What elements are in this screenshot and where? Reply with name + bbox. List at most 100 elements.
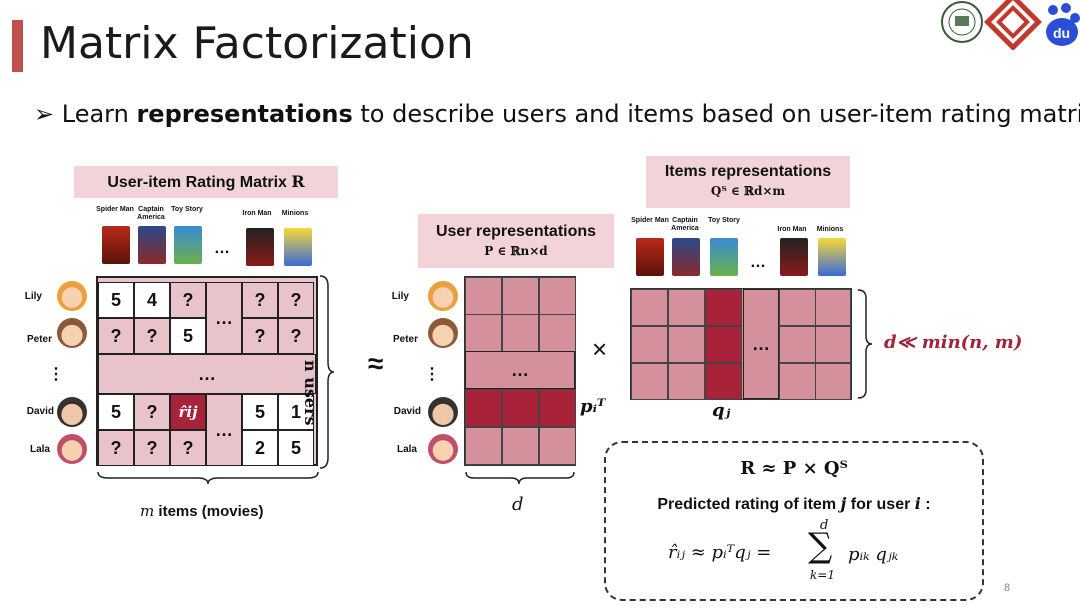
bullet-arrow-icon: ➢ — [34, 100, 55, 128]
rating-cell: ? — [98, 430, 134, 466]
m-items-brace — [97, 471, 319, 485]
rating-cell: ? — [98, 318, 134, 354]
formula-box — [604, 441, 984, 601]
red-knot-logo-icon — [984, 0, 1042, 50]
movie-label: Iron Man — [242, 210, 272, 217]
p-matrix-cell — [465, 277, 502, 315]
user-name-david: David — [393, 406, 421, 417]
rating-cell: ? — [278, 282, 314, 318]
p-matrix-cell — [465, 427, 502, 465]
q-matrix-cell — [779, 363, 816, 400]
user-name-david: David — [26, 406, 54, 417]
approx-symbol: ≈ — [368, 348, 384, 379]
user-representations-label: User representations P ∈ ℝn×d — [418, 214, 614, 268]
p-i-transpose-label: pᵢᵀ — [580, 396, 606, 417]
movie-label: Spider Man — [96, 206, 134, 213]
q-matrix-cell — [815, 326, 851, 363]
n-users-brace — [319, 275, 335, 469]
title-accent-bar — [12, 20, 23, 72]
p-matrix-ellipsis-row: … — [465, 351, 575, 389]
p-matrix-cell — [539, 314, 576, 352]
movie-ellipsis: … — [214, 240, 230, 257]
avatar-lala — [57, 434, 87, 464]
sum-symbol-icon: ∑ — [808, 526, 833, 566]
bullet-subtitle: ➢ Learn representations to describe user… — [34, 100, 1080, 128]
p-matrix-cell — [502, 427, 539, 465]
rating-cell: 5 — [170, 318, 206, 354]
n-users-label: n users — [301, 360, 320, 426]
rating-cell: 1 — [278, 394, 314, 430]
avatar-peter — [428, 318, 458, 348]
spider-man-poster-icon — [636, 238, 664, 276]
movie-label: Spider Man — [631, 217, 669, 224]
d-brace — [465, 471, 575, 485]
rating-cell: 4 — [134, 282, 170, 318]
baidu-paw-logo-icon: du — [1046, 3, 1080, 46]
times-symbol: × — [592, 334, 608, 364]
rating-cell: ? — [134, 394, 170, 430]
p-matrix-cell — [502, 314, 539, 352]
sum-body: pᵢₖ qⱼₖ — [848, 544, 899, 565]
rating-cell: r̂ij — [170, 394, 206, 430]
d-label: d — [512, 494, 524, 515]
q-j-label: qⱼ — [712, 400, 731, 421]
q-matrix-cell — [668, 363, 705, 400]
avatar-lily — [428, 281, 458, 311]
avatar-peter — [57, 318, 87, 348]
sum-lower-limit: k=1 — [810, 568, 835, 582]
q-matrix-cell — [668, 326, 705, 363]
rating-cell: ? — [242, 282, 278, 318]
svg-text:du: du — [1053, 25, 1070, 41]
movie-label: Iron Man — [777, 226, 807, 233]
d-much-less-min-label: d≪ min(n, m) — [884, 332, 1023, 353]
captain-america-poster-icon — [138, 226, 166, 264]
user-name-lala: Lala — [29, 444, 50, 455]
p-matrix-cell — [502, 389, 539, 427]
matrix-ellipsis: … — [206, 394, 242, 466]
iron-man-poster-icon — [246, 228, 274, 266]
user-name-peter: Peter — [392, 334, 418, 345]
rating-cell: 5 — [242, 394, 278, 430]
m-items-label: m items (movies) — [140, 502, 264, 520]
p-matrix-cell — [539, 427, 576, 465]
q-matrix-cell — [705, 326, 742, 363]
rating-cell: 5 — [278, 430, 314, 466]
q-matrix-ellipsis-col: … — [743, 289, 779, 399]
rating-cell: 2 — [242, 430, 278, 466]
q-matrix-cell — [815, 363, 851, 400]
movie-label: Captain America — [137, 206, 165, 221]
user-representation-matrix: … — [464, 276, 576, 466]
avatar-david — [428, 397, 458, 427]
sum-upper-limit: d — [820, 518, 829, 533]
item-representations-label: Items representations Qᵀ ∈ ℝd×m — [646, 156, 850, 208]
p-matrix-cell — [465, 389, 502, 427]
q-matrix-cell — [631, 326, 668, 363]
university-seal-icon — [941, 1, 983, 43]
rating-cell: 5 — [98, 394, 134, 430]
movie-label: Toy Story — [708, 217, 740, 224]
p-matrix-cell — [465, 314, 502, 352]
avatar-david — [57, 397, 87, 427]
q-matrix-cell — [705, 289, 742, 326]
toy-story-poster-icon — [710, 238, 738, 276]
q-matrix-cell — [779, 289, 816, 326]
predicted-rating-text: Predicted rating of item j for user i : — [657, 494, 931, 513]
slide-title: Matrix Factorization — [40, 18, 474, 69]
q-matrix-cell — [779, 326, 816, 363]
p-matrix-cell — [539, 277, 576, 315]
rating-cell: 5 — [98, 282, 134, 318]
q-matrix-cell — [705, 363, 742, 400]
user-name-lala: Lala — [396, 444, 417, 455]
user-name-lily: Lily — [24, 291, 42, 302]
movie-label: Captain America — [671, 217, 699, 232]
formula-rhat: r̂ᵢⱼ ≈ pᵢᵀqⱼ = — [668, 542, 772, 563]
rating-cell: ? — [170, 282, 206, 318]
p-matrix-cell — [502, 277, 539, 315]
movie-label: Minions — [816, 226, 844, 233]
user-ellipsis: ⋮ — [424, 366, 440, 383]
user-ellipsis: ⋮ — [48, 366, 64, 383]
q-matrix-cell — [631, 289, 668, 326]
q-matrix-cell — [815, 289, 851, 326]
minions-poster-icon — [818, 238, 846, 276]
